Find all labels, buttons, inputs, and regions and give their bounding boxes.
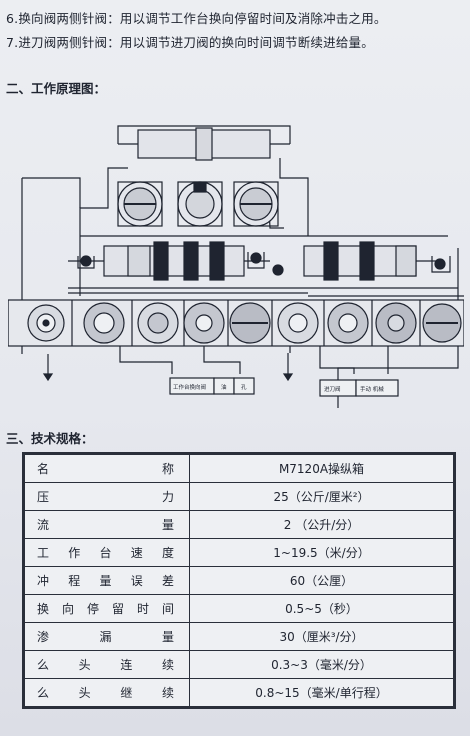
spec-value: 0.8~15（毫米/单行程） — [189, 678, 454, 707]
spec-label: 压力 — [24, 482, 190, 511]
bottom-valve-8 — [375, 300, 421, 346]
spec-label: 么头继续 — [24, 678, 190, 707]
spec-value: 25（公斤/厘米²） — [189, 482, 454, 511]
top-valve-1 — [117, 181, 163, 227]
bottom-valve-4 — [183, 300, 229, 346]
top-cylinder-piston — [195, 127, 213, 161]
table-row: 换向停留时间 0.5~5（秒） — [24, 594, 454, 623]
spec-value: 2 （公升/分） — [189, 510, 454, 539]
top-valve-3 — [233, 181, 279, 227]
bottom-valve-3 — [137, 300, 185, 346]
spec-label: 么头连续 — [24, 650, 190, 679]
check-valve-mid — [247, 252, 265, 269]
note-6-num: 6. — [6, 11, 19, 26]
spec-value: M7120A操纵箱 — [189, 454, 454, 483]
spec-value: 60（公厘） — [189, 566, 454, 595]
label-box-b2 — [355, 379, 399, 397]
note-7-num: 7. — [6, 35, 19, 50]
table-row: 工作台速度 1~19.5（米/分） — [24, 538, 454, 567]
note-7-text: 进刀阀两侧针阀：用以调节进刀阀的换向时间调节断续进给量。 — [18, 35, 374, 50]
label-box-b1-text: 进刀阀 — [324, 385, 341, 393]
spec-label: 工作台速度 — [24, 538, 190, 567]
label-mid-box: 油 — [221, 383, 227, 391]
table-row: 冲程量误差 60（公厘） — [24, 566, 454, 595]
spec-value: 30（厘米³/分） — [189, 622, 454, 651]
bottom-valve-2 — [83, 300, 133, 346]
spec-value: 0.3~3（毫米/分） — [189, 650, 454, 679]
spec-table: 名称 M7120A操纵箱 压力 25（公斤/厘米²） 流量 2 （公升/分） 工… — [22, 452, 456, 709]
table-row: 流量 2 （公升/分） — [24, 510, 454, 539]
spec-value: 0.5~5（秒） — [189, 594, 454, 623]
table-row: 渗漏量 30（厘米³/分） — [24, 622, 454, 651]
section-3-title: 三、技术规格： — [6, 431, 94, 446]
bottom-valve-9 — [422, 303, 462, 343]
note-6: 6.换向阀两侧针阀：用以调节工作台换向停留时间及消除冲击之用。 — [6, 8, 387, 27]
label-box-right — [233, 377, 255, 395]
check-valve-right — [431, 256, 451, 273]
table-row: 压力 25（公斤/厘米²） — [24, 482, 454, 511]
label-right-box: 孔 — [241, 383, 247, 391]
top-valve-2 — [177, 181, 223, 227]
hydraulic-schematic: 工作台换向阀 油 孔 进刀阀 手动 机械 — [8, 125, 464, 408]
table-row: 么头连续 0.3~3（毫米/分） — [24, 650, 454, 679]
spec-value: 1~19.5（米/分） — [189, 538, 454, 567]
check-valve-left — [77, 255, 95, 269]
note-7: 7.进刀阀两侧针阀：用以调节进刀阀的换向时间调节断续进给量。 — [6, 32, 374, 51]
section-2-title: 二、工作原理图： — [6, 81, 107, 96]
note-6-text: 换向阀两侧针阀：用以调节工作台换向停留时间及消除冲击之用。 — [18, 11, 387, 26]
bottom-valve-6 — [277, 300, 325, 346]
label-left-box: 工作台换向阀 — [173, 383, 206, 391]
label-box-b2-text: 手动 机械 — [360, 385, 384, 393]
table-row: 名称 M7120A操纵箱 — [24, 454, 454, 483]
bottom-valve-5 — [229, 300, 273, 346]
table-row: 么头继续 0.8~15（毫米/单行程） — [24, 678, 454, 707]
spec-label: 渗漏量 — [24, 622, 190, 651]
spec-label: 流量 — [24, 510, 190, 539]
ground-symbol-left — [42, 368, 54, 382]
bottom-valve-1 — [8, 300, 73, 346]
check-valve-mid2 — [272, 264, 284, 276]
spec-label: 名称 — [24, 454, 190, 483]
ground-symbol-right — [282, 368, 294, 382]
spec-label: 换向停留时间 — [24, 594, 190, 623]
spec-label: 冲程量误差 — [24, 566, 190, 595]
bottom-valve-7 — [327, 300, 373, 346]
